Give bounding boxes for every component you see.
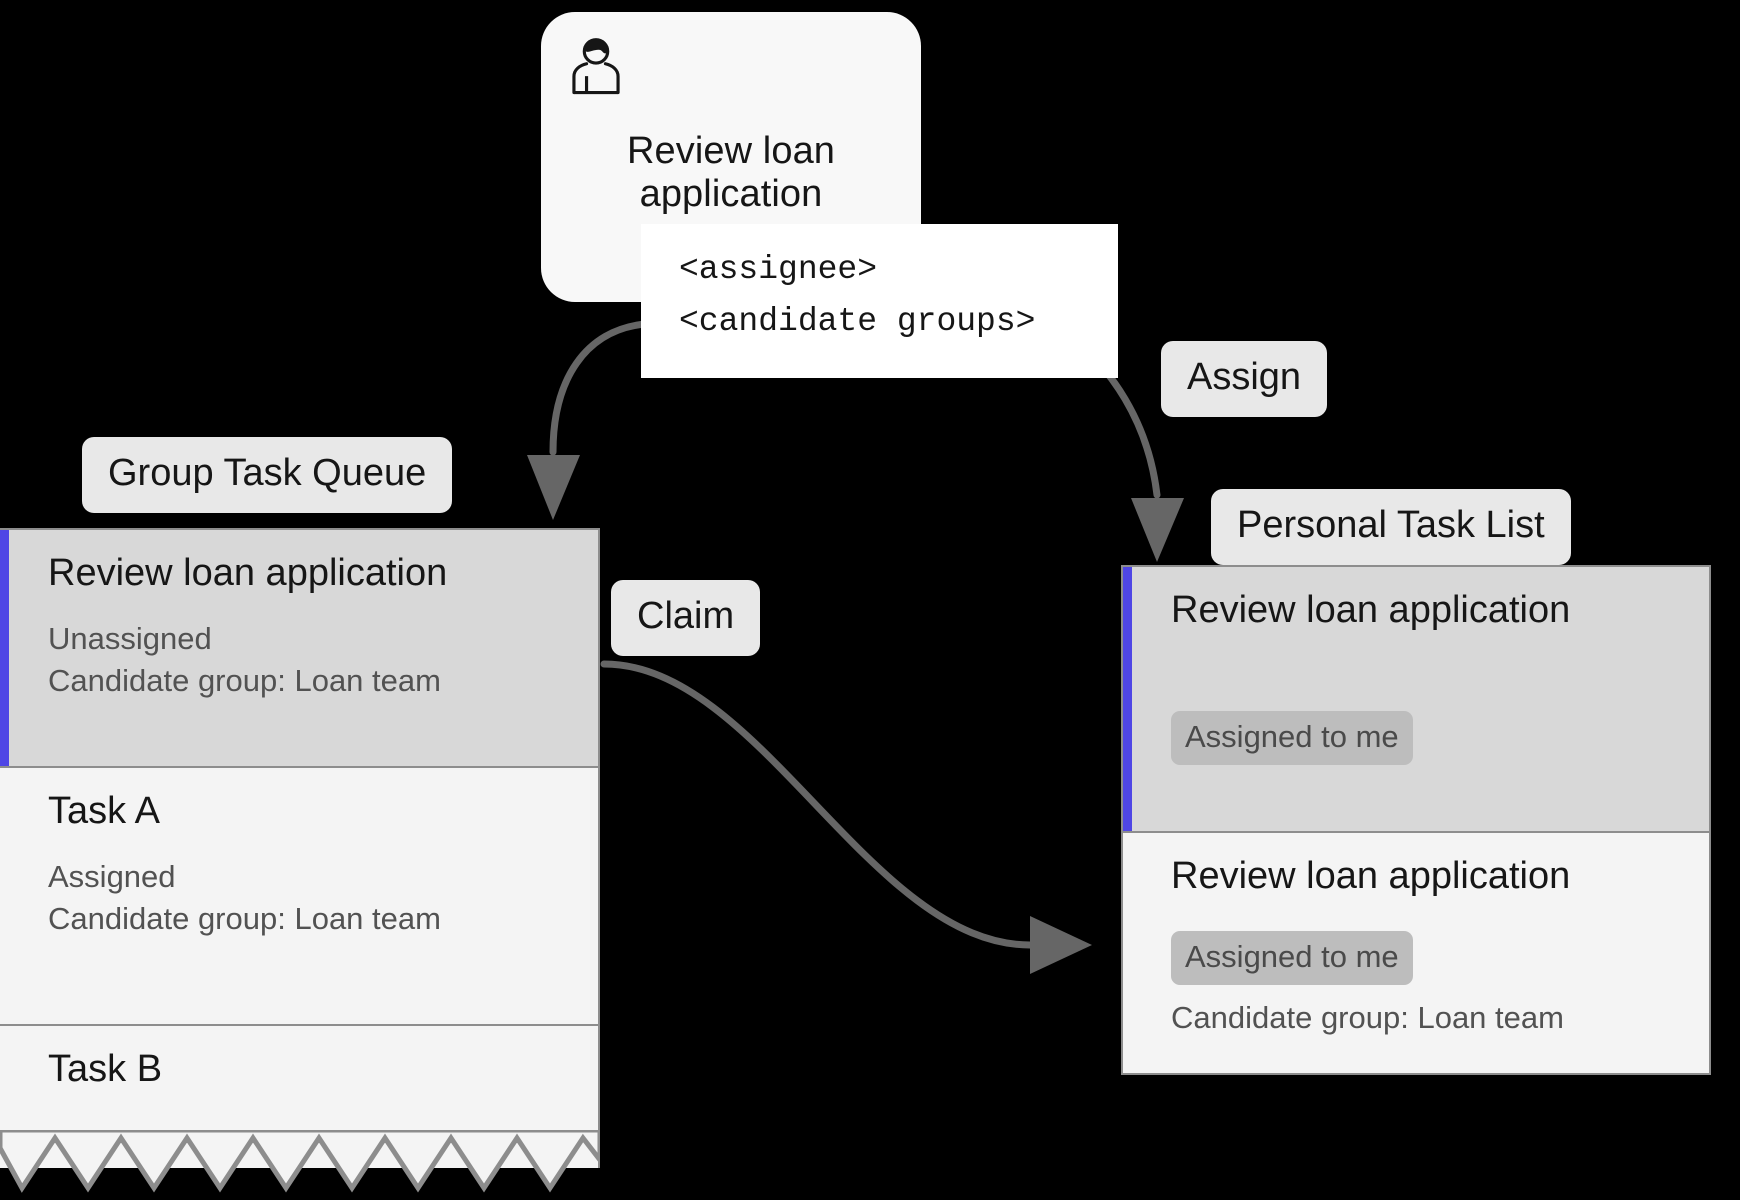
task-title: Task B — [48, 1048, 163, 1090]
status-badge: Assigned to me — [1171, 930, 1413, 985]
user-task-label-line1: Review loan — [626, 130, 836, 172]
group-task-queue-card: Review loan application Unassigned Candi… — [0, 528, 600, 1168]
torn-edge-decoration — [0, 1130, 600, 1193]
arrow-candidate-groups-to-group-queue — [527, 320, 649, 520]
task-title: Review loan application — [1171, 589, 1571, 631]
property-assignee: <assignee> — [679, 251, 878, 288]
label-claim: Claim — [611, 580, 761, 656]
task-title: Task A — [48, 790, 160, 832]
table-row[interactable]: Review loan application Assigned to me — [1123, 567, 1709, 833]
table-row[interactable]: Review loan application Assigned to me C… — [1123, 833, 1709, 1073]
task-candidate-group: Candidate group: Loan team — [48, 662, 441, 698]
property-candidate-groups: <candidate groups> — [679, 303, 1036, 340]
label-personal-task-list: Personal Task List — [1211, 489, 1571, 565]
task-title: Review loan application — [48, 552, 448, 594]
label-assign: Assign — [1161, 341, 1328, 417]
user-task-label-line2: application — [639, 172, 823, 215]
table-row[interactable]: Task A Assigned Candidate group: Loan te… — [0, 768, 598, 1026]
task-title: Review loan application — [1171, 855, 1571, 897]
table-row[interactable]: Review loan application Unassigned Candi… — [0, 530, 598, 768]
arrow-claim — [600, 660, 1092, 974]
task-status: Assigned — [48, 858, 176, 894]
status-badge: Assigned to me — [1171, 710, 1413, 765]
label-group-task-queue: Group Task Queue — [82, 437, 453, 513]
personal-task-list-card: Review loan application Assigned to me R… — [1121, 565, 1711, 1075]
task-properties-panel: <assignee> <candidate groups> — [641, 224, 1118, 378]
user-task-label: Review loan application — [541, 130, 921, 215]
task-candidate-group: Candidate group: Loan team — [1171, 999, 1564, 1035]
user-icon — [560, 30, 632, 102]
task-candidate-group: Candidate group: Loan team — [48, 900, 441, 936]
task-status: Unassigned — [48, 620, 212, 656]
